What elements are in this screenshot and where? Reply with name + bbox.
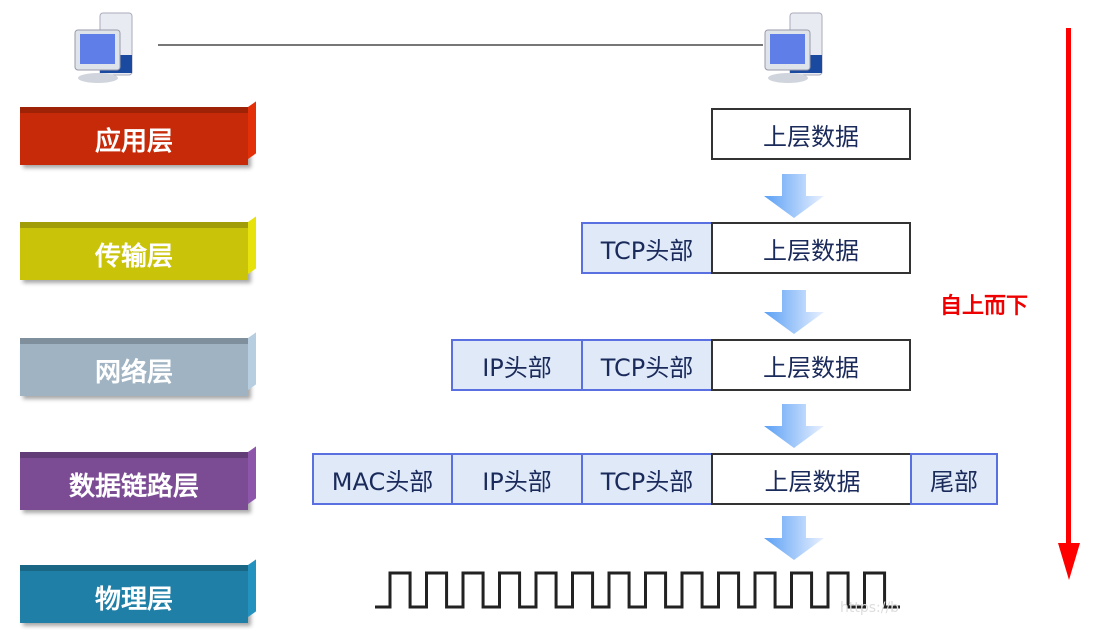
direction-arrow-icon xyxy=(1058,28,1080,580)
down-arrow-icon xyxy=(764,404,824,448)
computer-icon-left xyxy=(74,12,133,83)
watermark: https://b xyxy=(840,600,900,616)
upper-data-box: 上层数据 xyxy=(711,222,911,274)
layer-application: 应用层 xyxy=(20,113,248,165)
upper-data-box: 上层数据 xyxy=(711,108,911,160)
layer-physical: 物理层 xyxy=(20,571,248,623)
upper-data-box: 上层数据 xyxy=(711,339,911,391)
computer-icon-right xyxy=(764,12,823,83)
ip-header-box: IP头部 xyxy=(451,339,583,391)
tcp-header-box: TCP头部 xyxy=(581,453,713,505)
physical-signal-wave xyxy=(375,571,900,609)
tcp-header-box: TCP头部 xyxy=(581,339,713,391)
ip-header-box: IP头部 xyxy=(451,453,583,505)
layer-network: 网络层 xyxy=(20,344,248,396)
down-arrow-icon xyxy=(764,516,824,560)
layer-transport: 传输层 xyxy=(20,228,248,280)
down-arrow-icon xyxy=(764,174,824,218)
down-arrow-icon xyxy=(764,290,824,334)
mac-header-box: MAC头部 xyxy=(312,453,453,505)
trailer-box: 尾部 xyxy=(910,453,998,505)
direction-label: 自上而下 xyxy=(940,294,1029,319)
tcp-header-box: TCP头部 xyxy=(581,222,713,274)
upper-data-box: 上层数据 xyxy=(711,453,912,505)
network-link xyxy=(158,44,763,46)
layer-datalink: 数据链路层 xyxy=(20,458,248,510)
